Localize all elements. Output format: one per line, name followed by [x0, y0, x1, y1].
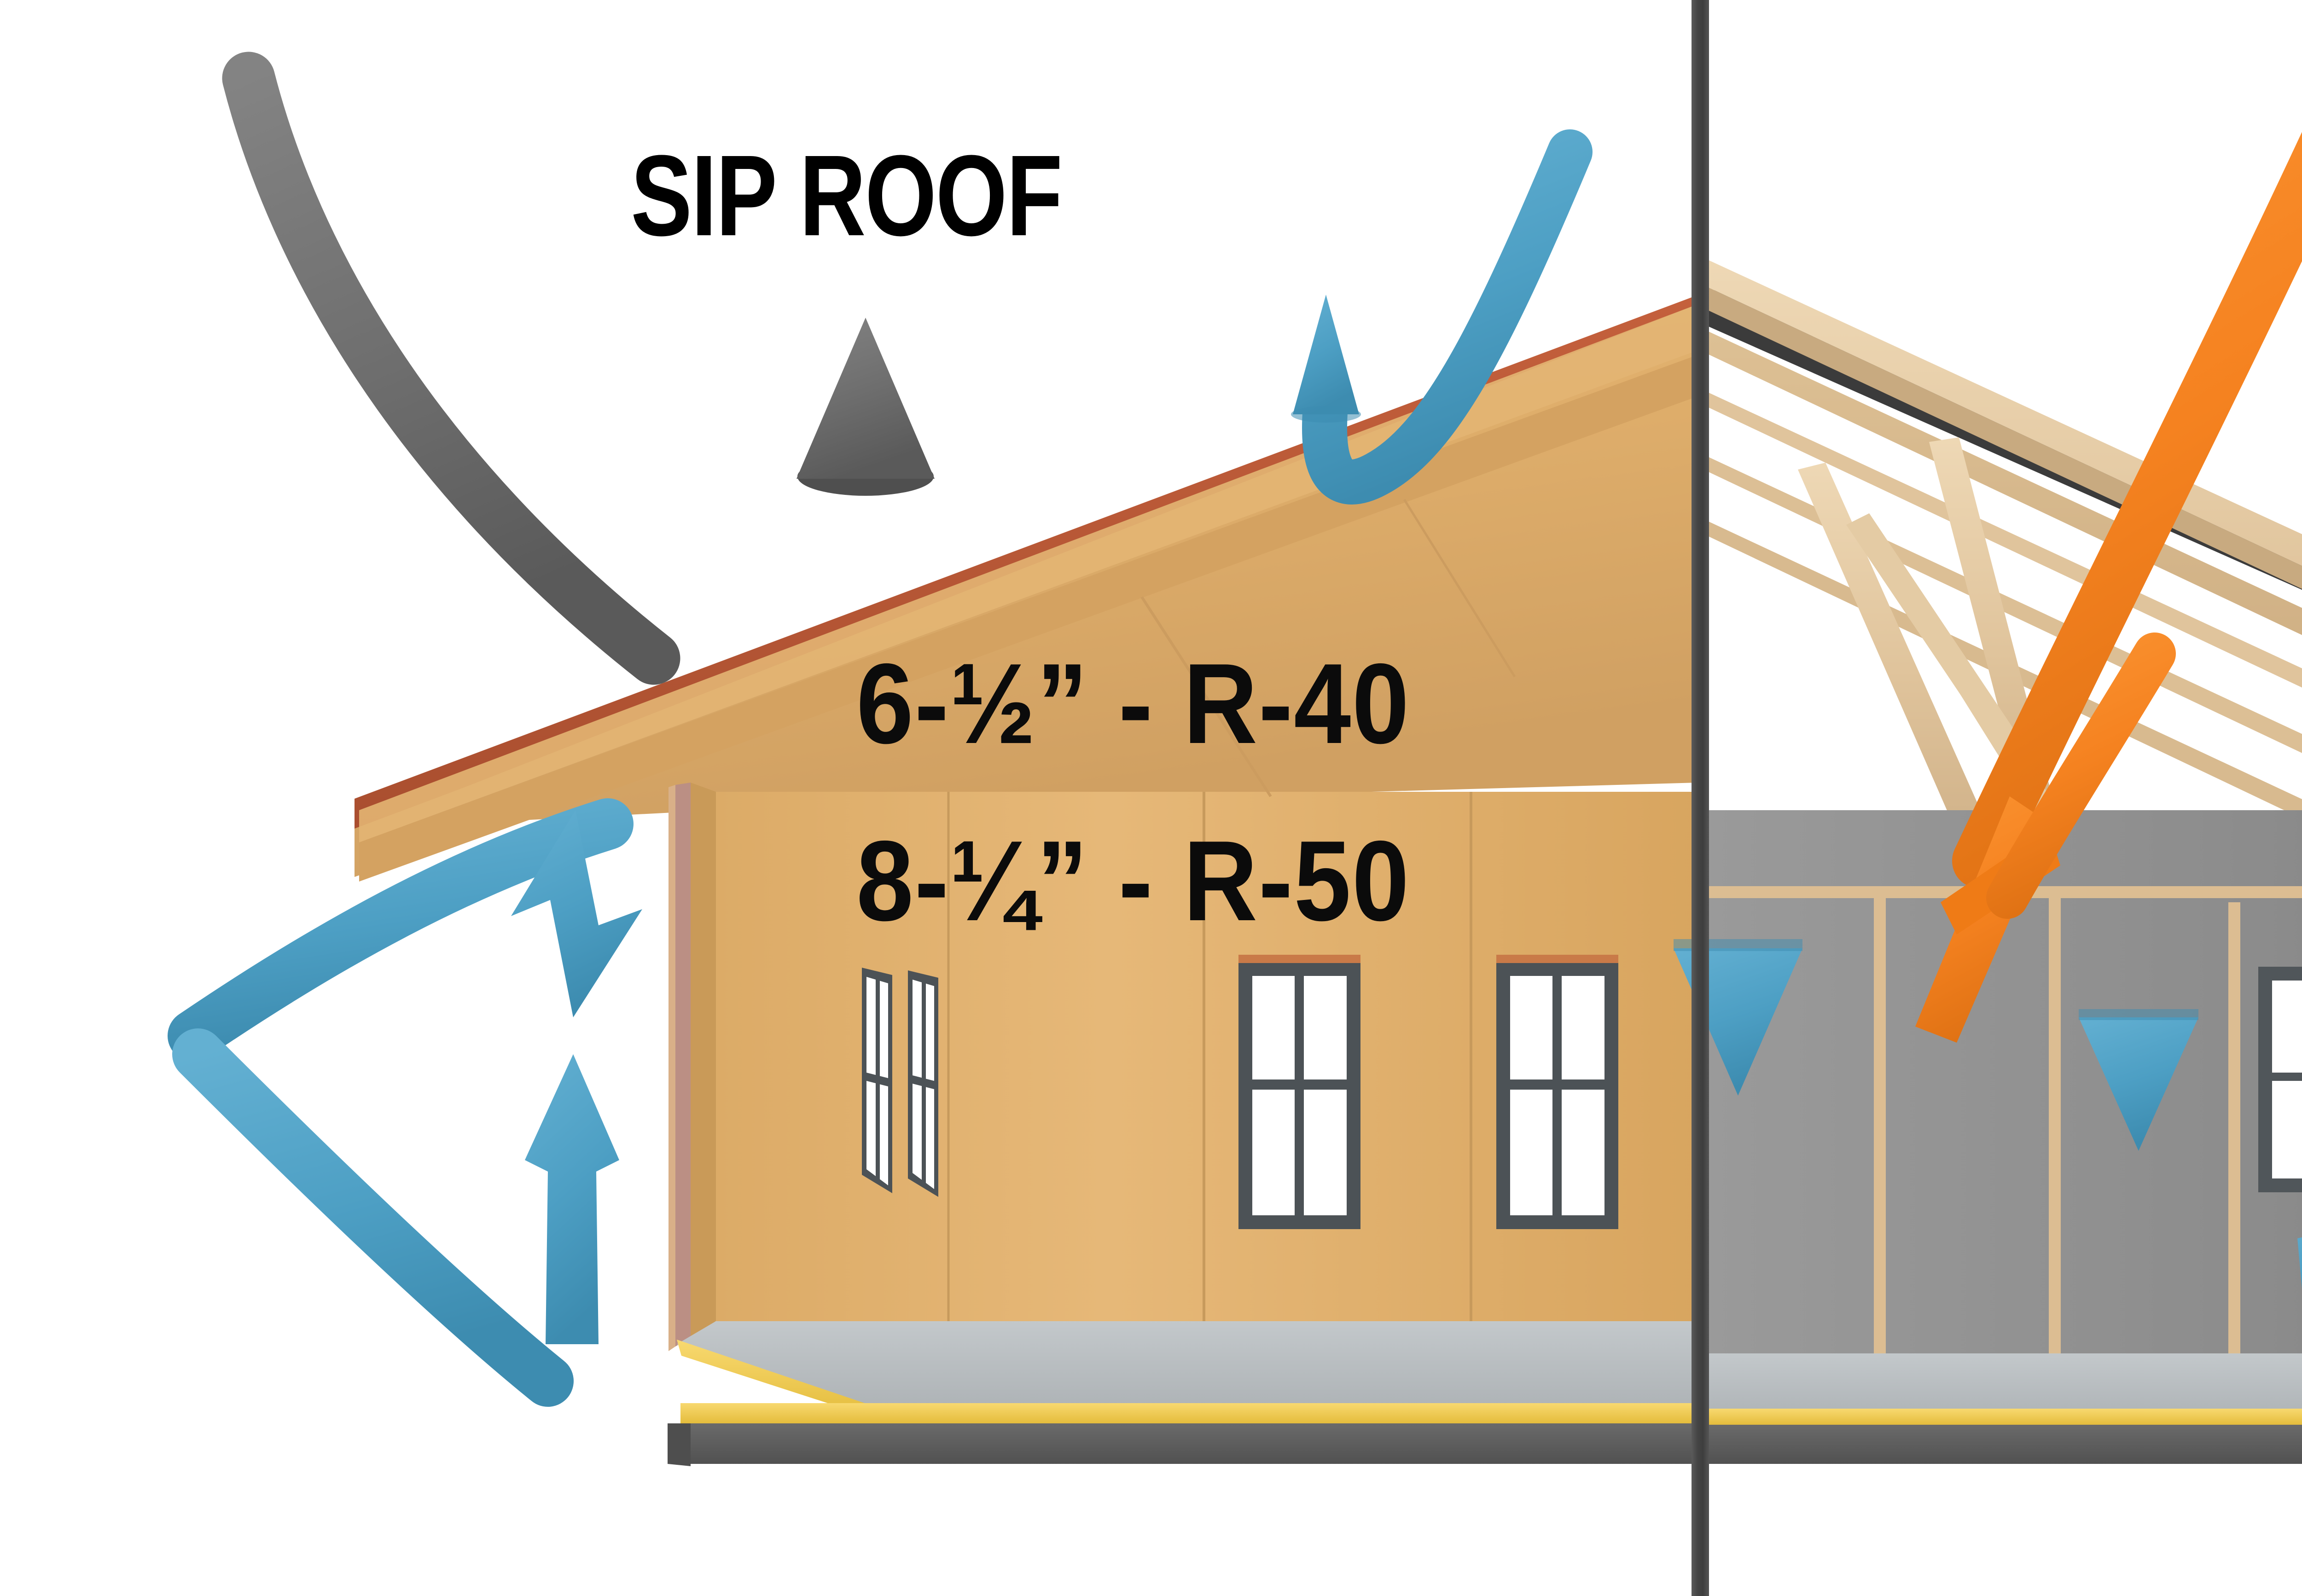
window-left-right — [1496, 955, 1618, 1229]
foundation-left-lip — [668, 1423, 691, 1466]
orange-heat-penetration-arrow-small — [1986, 633, 2176, 919]
window-left-pair — [862, 968, 938, 1197]
window-right-1 — [2258, 967, 2302, 1192]
window-left-middle — [1238, 955, 1360, 1229]
osb-roof-seam-1 — [1140, 596, 1272, 797]
blue-infiltration-arrow-floor — [2297, 1237, 2302, 1289]
sill-front-right — [1699, 1409, 2302, 1425]
stud-1 — [1874, 893, 1886, 1353]
floor-slab-left — [677, 1321, 1699, 1409]
sill-edge-left — [677, 1340, 870, 1417]
foundation-left — [668, 1423, 1699, 1464]
sip-wall-front — [716, 792, 1699, 1321]
stud-3 — [2228, 902, 2240, 1353]
blue-left-deflect-arrow — [168, 798, 642, 1407]
blue-arrowhead-down-right — [511, 810, 642, 1017]
sip-wall-core-edge-hl — [669, 785, 675, 1351]
truss-web-left — [1798, 463, 2007, 875]
sip-roof-title: SIP ROOF — [631, 131, 1063, 260]
sip-roof-slope-overlay — [359, 304, 1699, 842]
stud-2 — [2049, 893, 2061, 1353]
ceiling-joist-1 — [1703, 391, 2302, 688]
sip-wall-return — [691, 783, 716, 1337]
gray-vent-up-arrow — [796, 318, 935, 709]
sip-thickness-callout-2: 8-¼” - R-50 — [856, 817, 1410, 945]
sill-front-left — [680, 1403, 1699, 1423]
traditional-assembly — [1694, 258, 2302, 1464]
osb-roof-seam-2 — [1403, 499, 1516, 678]
blue-arrowhead-up-right — [525, 1054, 619, 1344]
gray-heat-escape-curve-arrow — [222, 52, 680, 685]
foundation-right — [1699, 1425, 2302, 1464]
sip-thickness-callout-1: 6-½” - R-40 — [856, 639, 1410, 767]
sip-wall-core-edge — [675, 783, 691, 1346]
floor-slab-right — [1699, 1353, 2302, 1418]
center-divider — [1692, 0, 1709, 1596]
blue-cold-drop-arrow-2 — [2079, 773, 2198, 1151]
blue-ridge-bounce-arrow — [1291, 129, 1593, 505]
